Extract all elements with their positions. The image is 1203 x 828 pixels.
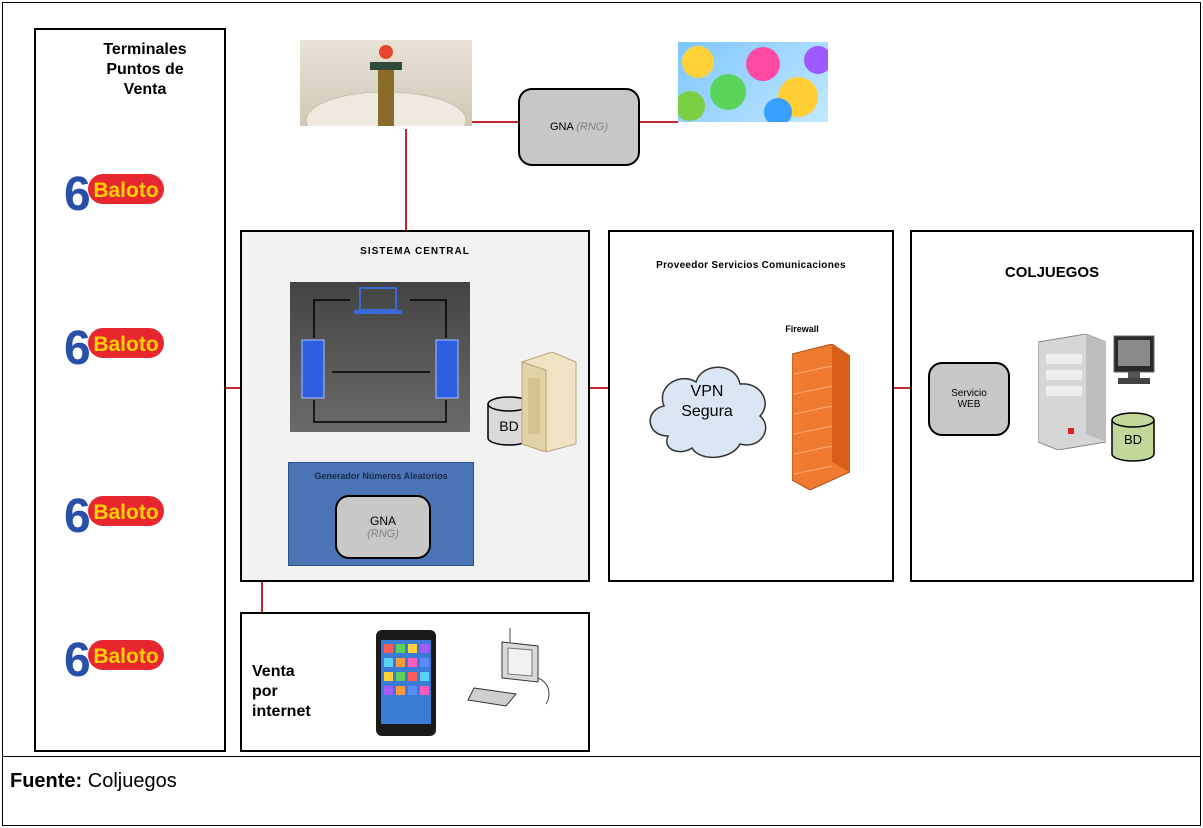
- svg-text:Baloto: Baloto: [93, 179, 158, 202]
- terminals-title: Terminales Puntos de Venta: [36, 40, 224, 100]
- server-cabinet-icon: [512, 348, 578, 453]
- svg-text:6: 6: [64, 634, 91, 684]
- caption-label: Fuente:: [10, 770, 83, 792]
- vpn-label: VPN Segura: [640, 382, 774, 422]
- gna-central: GNA (RNG): [335, 495, 431, 559]
- svg-text:6: 6: [64, 322, 91, 372]
- firewall-label: Firewall: [785, 324, 819, 334]
- central-db-icon: [486, 396, 532, 446]
- terminals-panel: Terminales Puntos de Venta: [34, 28, 226, 752]
- internet-sales-line2: por: [252, 683, 278, 700]
- gna-central-text: GNA: [369, 514, 396, 528]
- terminals-title-line2: Puntos de: [106, 61, 184, 78]
- coljuegos-db-label: BD: [1123, 432, 1143, 447]
- baloto-logo-1: 6 Baloto: [60, 162, 170, 221]
- provider-title: Proveedor Servicios Comunicaciones: [656, 260, 846, 271]
- gna-top: GNA (RNG): [518, 88, 640, 166]
- figure-caption: Fuente: Coljuegos: [10, 770, 177, 793]
- gna-top-sub: (RNG): [576, 121, 609, 133]
- random-generator-panel: Generador Números Aleatorios GNA (RNG): [288, 462, 474, 566]
- central-servers-image: [290, 282, 470, 432]
- baloto-logo-4: 6 Baloto: [60, 628, 170, 687]
- firewall-icon: [791, 343, 851, 491]
- vpn-cloud-icon: [640, 352, 774, 462]
- gna-top-text: GNA: [549, 121, 574, 133]
- vpn-label-line1: VPN: [690, 383, 724, 400]
- internet-sales-line3: internet: [252, 703, 311, 720]
- caption-source: Coljuegos: [87, 770, 177, 792]
- smartphone-icon: [370, 628, 442, 740]
- internet-sales-line1: Venta: [252, 663, 295, 680]
- web-service-line1: Servicio: [951, 388, 987, 399]
- random-generator-title: Generador Números Aleatorios: [314, 471, 448, 481]
- gna-central-sub: (RNG): [367, 528, 399, 540]
- svg-text:Baloto: Baloto: [93, 501, 158, 524]
- monitor-icon: [1108, 334, 1158, 388]
- terminals-title-line1: Terminales: [103, 41, 187, 58]
- svg-text:6: 6: [64, 490, 91, 540]
- lottery-drum-image: [300, 40, 472, 149]
- svg-text:Baloto: Baloto: [93, 645, 158, 668]
- web-service-line2: WEB: [957, 399, 981, 410]
- figure-diagram-area: [2, 2, 1201, 757]
- svg-text:Baloto: Baloto: [93, 333, 158, 356]
- baloto-logo-2: 6 Baloto: [60, 316, 170, 375]
- svg-text:6: 6: [64, 168, 91, 218]
- vpn-label-line2: Segura: [681, 403, 733, 420]
- web-service-box: Servicio WEB: [928, 362, 1010, 436]
- coljuegos-server-icon: [1037, 333, 1107, 451]
- internet-sales-label: Venta por internet: [252, 662, 311, 722]
- baloto-logo-3: 6 Baloto: [60, 484, 170, 543]
- coljuegos-db-icon: [1110, 412, 1156, 462]
- desktop-computer-icon: [466, 626, 564, 710]
- terminals-title-line3: Venta: [123, 81, 167, 98]
- central-db-label: BD: [499, 418, 519, 434]
- gna-top-label: GNA (RNG): [550, 121, 608, 133]
- lottery-balls-image: [678, 42, 828, 122]
- central-system-title: SISTEMA CENTRAL: [360, 246, 470, 257]
- coljuegos-title: COLJUEGOS: [1004, 264, 1100, 281]
